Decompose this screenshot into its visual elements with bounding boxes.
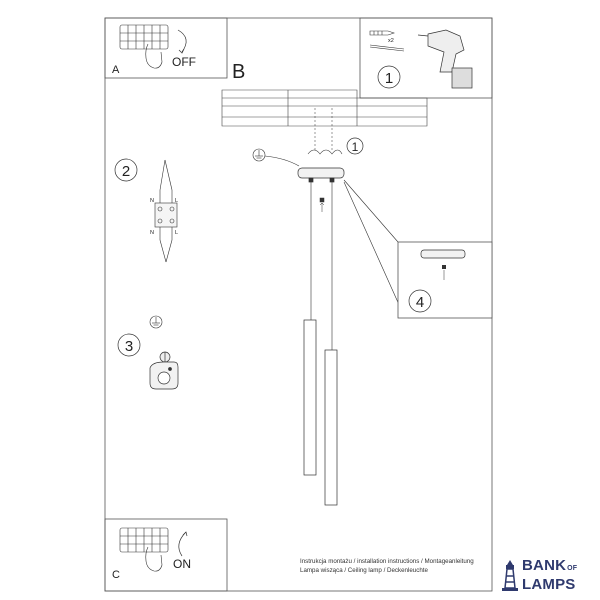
ground-symbol-step3-icon: [149, 315, 163, 329]
panel-c-letter: C: [112, 569, 120, 581]
step2-wiring: 2 N L N L: [114, 158, 178, 263]
step4-detail-box: 4: [397, 241, 493, 319]
pendant-tube-left: [303, 319, 317, 476]
screw-icon: [369, 44, 405, 52]
step2-number: 2: [122, 163, 130, 180]
panel-b-letter: B: [232, 61, 245, 83]
wall-plug-icon: [369, 30, 395, 36]
brand-line-2: LAMPS: [522, 576, 576, 593]
canopy-screw-icon: [319, 197, 325, 212]
pendant-cables: [310, 182, 333, 350]
drill-icon: [417, 29, 473, 89]
step4-number: 4: [416, 294, 424, 311]
brand-logo: BANKOF LAMPS: [500, 558, 600, 594]
panel-a-letter: A: [112, 64, 120, 76]
step1-number: 1: [385, 70, 393, 87]
footer-caption: Instrukcja montażu / installation instru…: [300, 557, 474, 575]
step1-tools-box: x2 1: [359, 17, 493, 99]
step3-grounding: 3: [117, 315, 179, 390]
step1-number-circle: [377, 65, 401, 89]
terminal-n-top: N: [150, 198, 154, 204]
ceiling-structure: [221, 89, 428, 127]
footer-line-2: Lampa wisząca / Ceiling lamp / Deckenleu…: [300, 567, 428, 574]
detail-callout-lines: [343, 179, 406, 319]
terminal-block-icon: [154, 159, 178, 263]
step1-ceiling-circle: [346, 137, 364, 155]
ground-terminal-icon: [149, 351, 179, 390]
terminal-n-bottom: N: [150, 230, 154, 236]
rotate-arrow-icon: [177, 29, 187, 53]
canopy: [297, 167, 345, 183]
panel-c-switch-on: C ON: [104, 518, 228, 592]
brand-line-1: BANK: [522, 557, 567, 574]
ground-symbol-icon: [252, 148, 300, 167]
terminal-l-top: L: [175, 198, 178, 204]
rotate-arrow-on-icon: [178, 531, 187, 557]
quantity-label: x2: [388, 38, 394, 44]
wall-switch-on-icon: [119, 527, 169, 572]
brand-of: OF: [567, 565, 578, 572]
footer-line-1: Instrukcja montażu / installation instru…: [300, 558, 474, 565]
terminal-l-bottom: L: [175, 230, 178, 236]
step1-ceiling-number: 1: [352, 140, 359, 154]
switch-off-label: OFF: [172, 55, 196, 69]
lighthouse-icon: [502, 560, 518, 591]
wall-switch-off-icon: [119, 24, 169, 69]
mounting-bracket-icon: [307, 149, 343, 155]
panel-a-switch-off: A OFF: [104, 17, 228, 79]
switch-on-label: ON: [173, 557, 191, 571]
drill-holes-guide: [314, 108, 333, 150]
step3-number: 3: [125, 338, 133, 355]
pendant-tube-right: [324, 349, 338, 506]
